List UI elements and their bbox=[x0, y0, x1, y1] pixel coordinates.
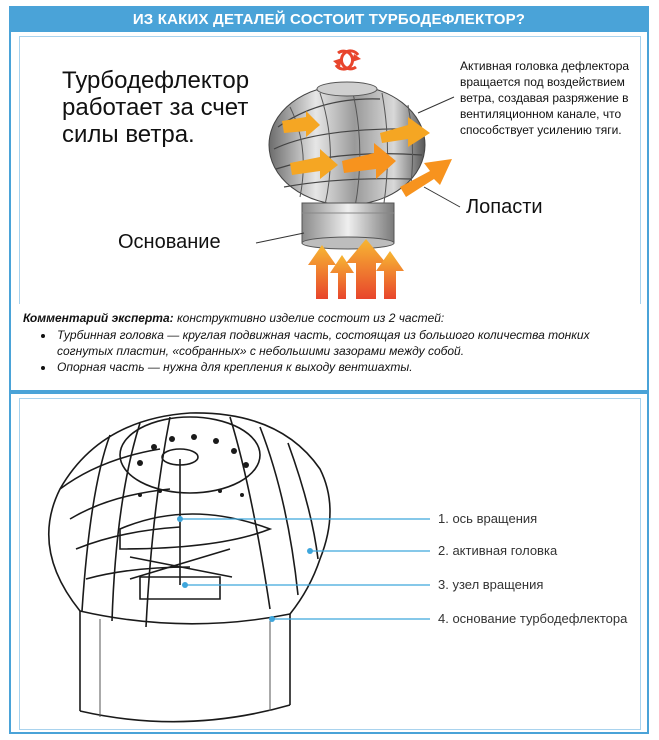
callout-dots bbox=[177, 516, 313, 622]
turbine-holes bbox=[137, 434, 249, 497]
comment-lead-bold: Комментарий эксперта: bbox=[23, 311, 174, 325]
label-blades: Лопасти bbox=[466, 196, 543, 218]
headline-line-2: работает за счет bbox=[62, 94, 249, 121]
description-line-4: вентиляционном канале, что bbox=[460, 107, 622, 121]
label-base: Основание bbox=[118, 231, 221, 253]
description-line-5: способствует усилению тяги. bbox=[460, 123, 622, 137]
comment-item-1-text: — круглая подвижная часть, состоящая из … bbox=[163, 328, 590, 342]
leader-line-base bbox=[255, 232, 305, 244]
comment-lead: Комментарий эксперта: конструктивно изде… bbox=[23, 310, 444, 326]
leader-line-description bbox=[417, 96, 455, 114]
comment-item-2-text: — нужна для крепления к выходу вентшахты… bbox=[144, 360, 413, 374]
callout-axis-of-rotation: 1. ось вращения bbox=[438, 511, 538, 526]
description-line-1: Активная головка дефлектора bbox=[460, 59, 630, 73]
deflector-cutaway-diagram bbox=[48, 412, 430, 723]
rotate-arrows-icon bbox=[333, 49, 361, 71]
expert-comment: Комментарий эксперта: конструктивно изде… bbox=[11, 304, 647, 390]
turbo-deflector-illustration bbox=[255, 49, 461, 299]
callout-rotation-unit: 3. узел вращения bbox=[438, 577, 544, 592]
callout-active-head: 2. активная головка bbox=[438, 543, 558, 558]
callout-deflector-base: 4. основание турбодефлектора bbox=[438, 611, 628, 626]
headline-line-3: силы ветра. bbox=[62, 121, 195, 148]
comment-item-1-line-2: согнутых пластин, «собранных» с небольши… bbox=[57, 344, 465, 358]
divider-bottom bbox=[11, 390, 647, 394]
comment-item-2-term: Опорная часть bbox=[57, 360, 145, 374]
comment-lead-text: конструктивно изделие состоит из 2 часте… bbox=[173, 311, 445, 325]
description-line-3: ветра, создавая разряжение в bbox=[460, 91, 629, 105]
page-title: ИЗ КАКИХ ДЕТАЛЕЙ СОСТОИТ ТУРБОДЕФЛЕКТОР? bbox=[11, 8, 647, 32]
bullet-2 bbox=[41, 366, 45, 370]
headline-line-1: Турбодефлектор bbox=[62, 67, 250, 94]
comment-item-1-line-1: Турбинная головка — круглая подвижная ча… bbox=[57, 327, 590, 343]
updraft-arrows bbox=[308, 239, 404, 299]
comment-item-1-term: Турбинная головка bbox=[57, 328, 164, 342]
deflector-diagram-panel: 1. ось вращения 2. активная головка 3. у… bbox=[19, 398, 641, 730]
turbine-head-outline bbox=[48, 412, 331, 723]
callout-lines bbox=[180, 518, 430, 620]
wind-arrows bbox=[282, 111, 452, 197]
description-line-2: вращается под воздействием bbox=[460, 75, 625, 89]
bullet-1 bbox=[41, 334, 45, 338]
base-graphic bbox=[301, 202, 395, 250]
leader-line-blades bbox=[423, 186, 461, 208]
deflector-photo-panel: Турбодефлектор работает за счет силы вет… bbox=[19, 36, 641, 306]
comment-item-2-line-1: Опорная часть — нужна для крепления к вы… bbox=[57, 359, 413, 375]
infographic-frame: ИЗ КАКИХ ДЕТАЛЕЙ СОСТОИТ ТУРБОДЕФЛЕКТОР?… bbox=[9, 6, 649, 734]
